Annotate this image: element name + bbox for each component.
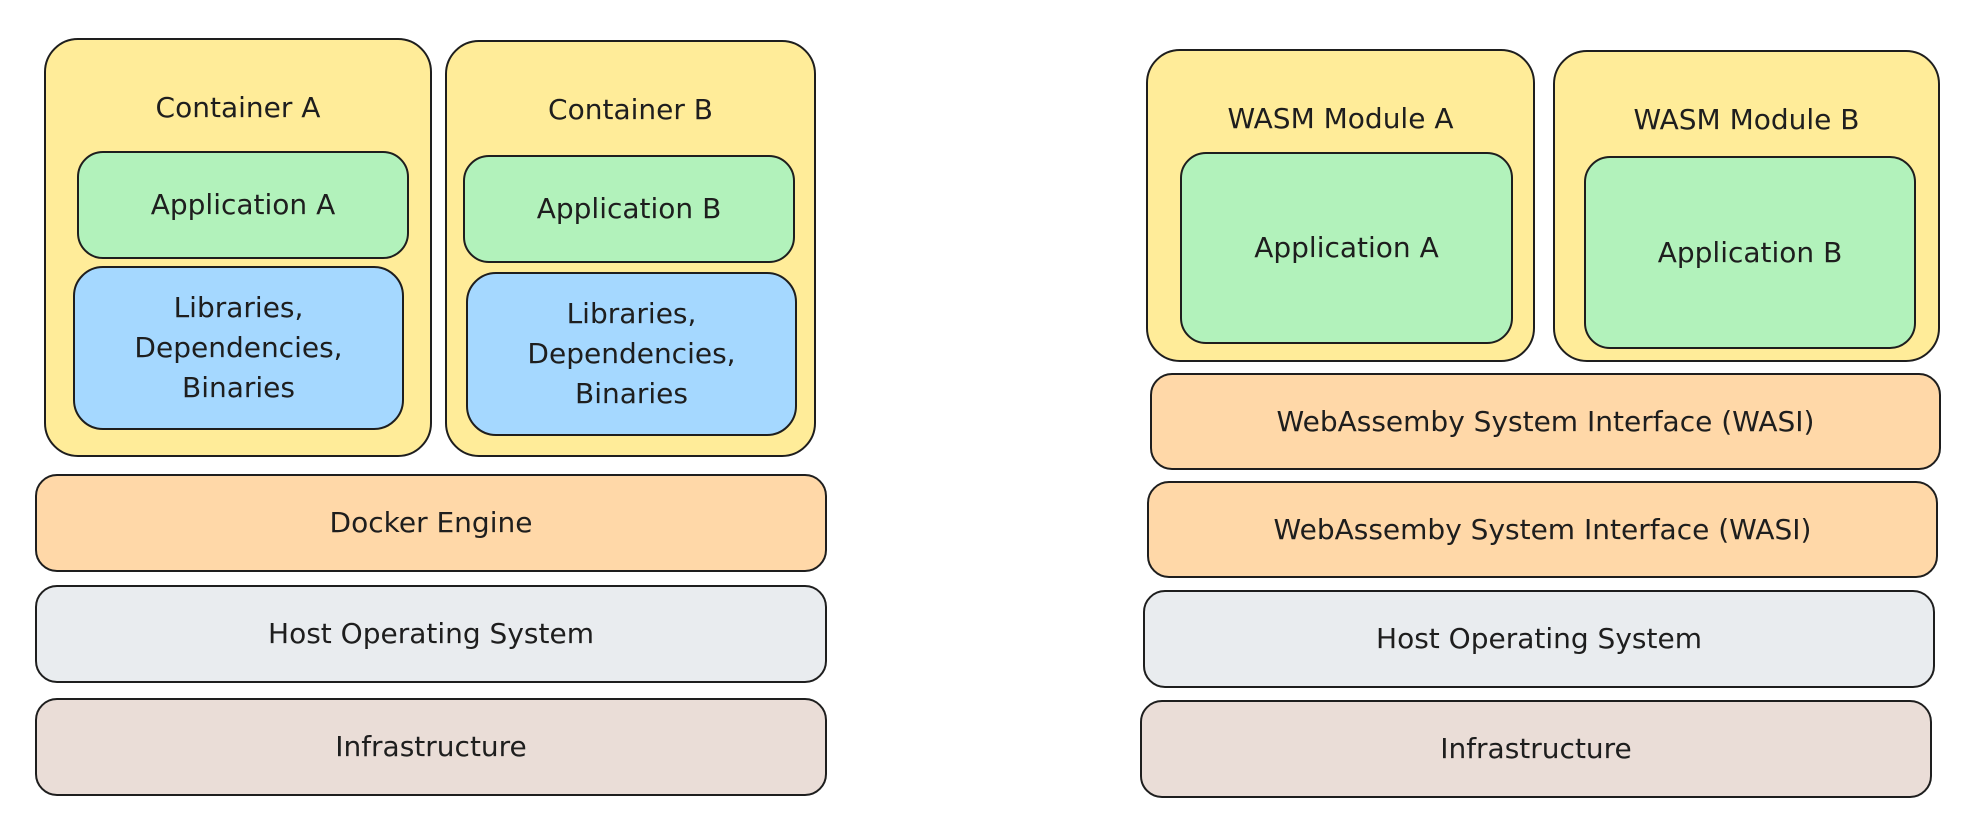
wasi-layer-1: WebAssemby System Interface (WASI) <box>1150 373 1941 470</box>
docker-host-os-label: Host Operating System <box>268 617 594 650</box>
docker-infrastructure-label: Infrastructure <box>335 730 527 763</box>
container-b-libs-line-1: Libraries, <box>566 297 697 330</box>
container-a-libs-line-2: Dependencies, <box>134 331 343 364</box>
wasm-infrastructure-label: Infrastructure <box>1440 732 1632 765</box>
wasm-module-b-application-label: Application B <box>1657 235 1843 269</box>
wasi-layer-2-label: WebAssemby System Interface (WASI) <box>1273 512 1812 546</box>
container-a-libs-line-3: Binaries <box>181 371 295 404</box>
docker-host-os-layer: Host Operating System <box>35 585 827 683</box>
docker-engine-label: Docker Engine <box>329 506 533 539</box>
container-b-application: Application B <box>463 155 795 263</box>
container-a-application: Application A <box>77 151 409 259</box>
wasm-host-os-label: Host Operating System <box>1376 622 1702 655</box>
docker-engine-layer: Docker Engine <box>35 474 827 572</box>
container-b-libs-line-3: Binaries <box>574 377 688 410</box>
wasm-module-a-title: WASM Module A <box>1227 102 1454 135</box>
wasm-host-os-layer: Host Operating System <box>1143 590 1935 688</box>
container-a-libs-line-1: Libraries, <box>173 291 304 324</box>
container-b-application-label: Application B <box>536 192 722 225</box>
wasm-module-a-application: Application A <box>1180 152 1513 344</box>
wasm-module-b-title: WASM Module B <box>1633 103 1860 136</box>
container-b-title: Container B <box>548 93 713 126</box>
wasm-infrastructure-layer: Infrastructure <box>1140 700 1932 798</box>
container-b-libs-line-2: Dependencies, <box>527 337 736 370</box>
container-b-libraries: Libraries, Dependencies, Binaries <box>466 272 797 436</box>
docker-infrastructure-layer: Infrastructure <box>35 698 827 796</box>
wasm-module-a-application-label: Application A <box>1254 231 1439 264</box>
wasm-module-b-application: Application B <box>1584 156 1916 349</box>
container-a-title: Container A <box>155 91 321 124</box>
container-a-libraries: Libraries, Dependencies, Binaries <box>73 266 404 430</box>
wasi-layer-1-label: WebAssemby System Interface (WASI) <box>1276 404 1815 438</box>
container-a-application-label: Application A <box>150 188 336 221</box>
wasi-layer-2: WebAssemby System Interface (WASI) <box>1147 481 1938 578</box>
